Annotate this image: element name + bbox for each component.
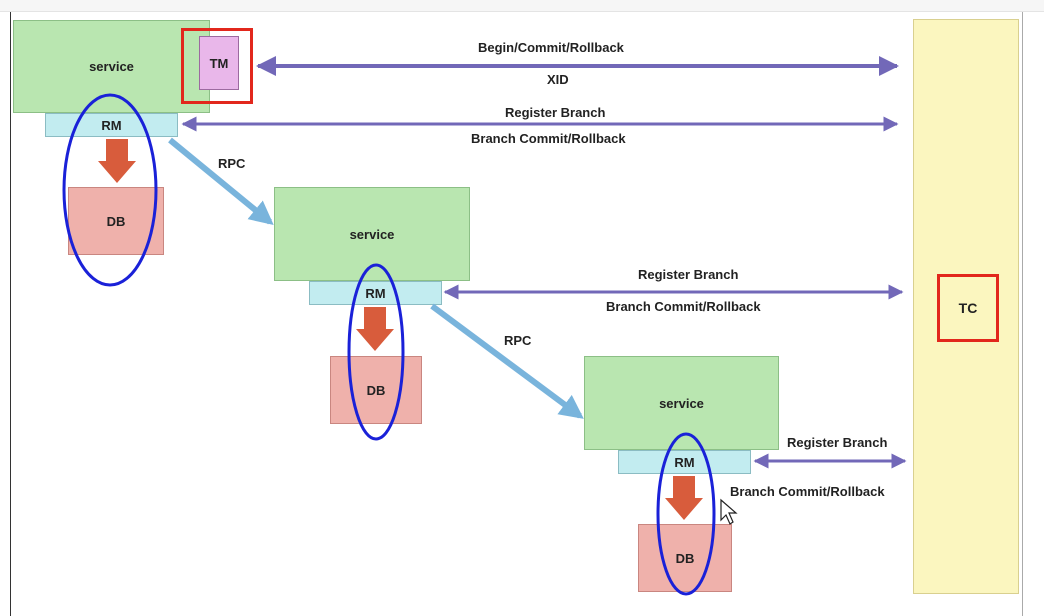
rpc-label-2: RPC xyxy=(504,333,532,348)
db-box-3: DB xyxy=(638,524,732,592)
db-label-1: DB xyxy=(106,213,126,229)
db-arrow-2 xyxy=(356,307,394,351)
tm-label: TM xyxy=(209,55,229,71)
cursor-icon xyxy=(720,498,738,525)
right-divider xyxy=(1022,12,1023,616)
db-label-2: DB xyxy=(366,382,386,398)
db-arrow-3 xyxy=(665,476,703,520)
tc-column xyxy=(913,19,1019,594)
register-branch-label-3: Register Branch xyxy=(787,435,888,450)
rm-label-2: RM xyxy=(365,285,386,301)
service-label-3: service xyxy=(659,395,704,411)
tc-label: TC xyxy=(958,300,978,316)
register-branch-label-1: Register Branch xyxy=(505,105,606,120)
blue-ellipse-2 xyxy=(347,263,405,441)
top-strip xyxy=(0,0,1044,12)
register-branch-label-2: Register Branch xyxy=(638,267,739,282)
xid-label: XID xyxy=(547,72,569,87)
branch-commit-rollback-label-2: Branch Commit/Rollback xyxy=(606,299,761,314)
rpc-arrow-2 xyxy=(430,303,584,419)
service-label-1: service xyxy=(89,59,134,74)
branch-commit-rollback-label-1: Branch Commit/Rollback xyxy=(471,131,626,146)
rm-box-1: RM xyxy=(45,113,178,137)
tm-box: TM xyxy=(199,36,239,90)
blue-ellipse-3 xyxy=(656,432,716,596)
tc-box: TC xyxy=(937,274,999,342)
db-arrow-1 xyxy=(98,139,136,183)
left-divider xyxy=(10,12,11,616)
begin-commit-rollback-label: Begin/Commit/Rollback xyxy=(478,40,624,55)
rm-box-2: RM xyxy=(309,281,442,305)
rm-label-3: RM xyxy=(674,454,695,470)
rpc-arrow-1 xyxy=(168,137,274,226)
db-label-3: DB xyxy=(675,550,695,566)
blue-ellipse-1 xyxy=(62,93,158,287)
tm-highlight xyxy=(181,28,253,104)
db-box-2: DB xyxy=(330,356,422,424)
rm-box-3: RM xyxy=(618,450,751,474)
service-label-2: service xyxy=(349,226,395,242)
branch-commit-rollback-label-3: Branch Commit/Rollback xyxy=(730,484,885,499)
rm-label-1: RM xyxy=(101,117,122,133)
rpc-label-1: RPC xyxy=(218,156,246,171)
